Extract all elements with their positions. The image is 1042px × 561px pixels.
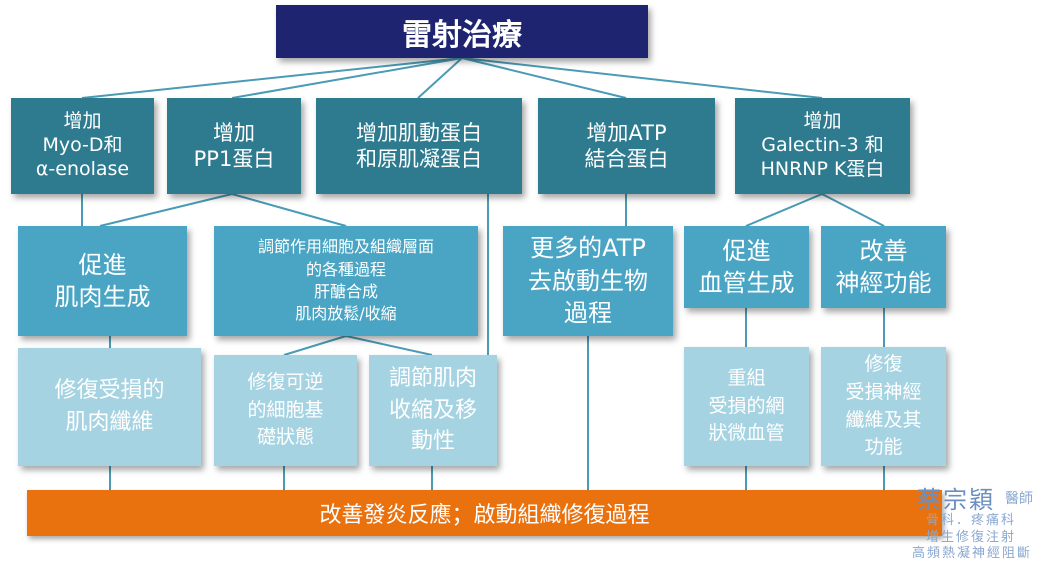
bottom-bar-inflammation: 改善發炎反應；啟動組織修復過程 xyxy=(27,490,942,536)
node-actin-tropomyosin: 增加肌動蛋白 和原肌凝蛋白 xyxy=(316,98,522,194)
node-nerve-fiber-repair: 修復 受損神經 纖維及其 功能 xyxy=(821,347,946,466)
node-nerve-function: 改善 神經功能 xyxy=(821,226,946,308)
node-galectin-hnrnp: 增加 Galectin-3 和 HNRNP K蛋白 xyxy=(735,98,910,194)
watermark-nerve-block: 高頻熱凝神經阻斷 xyxy=(912,546,1033,561)
watermark-doctor-name: 蔡宗穎 xyxy=(917,486,995,514)
node-regulation-processes: 調節作用細胞及組織層面 的各種過程 肝醣合成 肌肉放鬆/收縮 xyxy=(214,226,478,336)
node-muscle-generation: 促進 肌肉生成 xyxy=(18,226,187,336)
node-repair-muscle-fiber: 修復受損的 肌肉纖維 xyxy=(18,348,201,466)
node-myod-enolase: 增加 Myo-D和 α-enolase xyxy=(11,98,154,194)
watermark-doctor-title: 醫師 xyxy=(1005,491,1033,507)
node-atp-binding: 增加ATP 結合蛋白 xyxy=(538,98,715,194)
watermark-specialty: 骨科．疼痛科 xyxy=(926,513,1017,528)
node-reversible-cell-state: 修復可逆 的細胞基 礎狀態 xyxy=(214,355,357,466)
node-more-atp: 更多的ATP 去啟動生物 過程 xyxy=(503,226,673,336)
node-angiogenesis: 促進 血管生成 xyxy=(684,226,809,308)
watermark-injection: 增生修復注射 xyxy=(926,530,1017,545)
node-muscle-contraction-mobility: 調節肌肉 收縮及移 動性 xyxy=(369,355,497,466)
node-pp1: 增加 PP1蛋白 xyxy=(167,98,301,194)
node-capillary-reconstruction: 重組 受損的網 狀微血管 xyxy=(684,347,809,466)
title-box: 雷射治療 xyxy=(276,5,648,58)
